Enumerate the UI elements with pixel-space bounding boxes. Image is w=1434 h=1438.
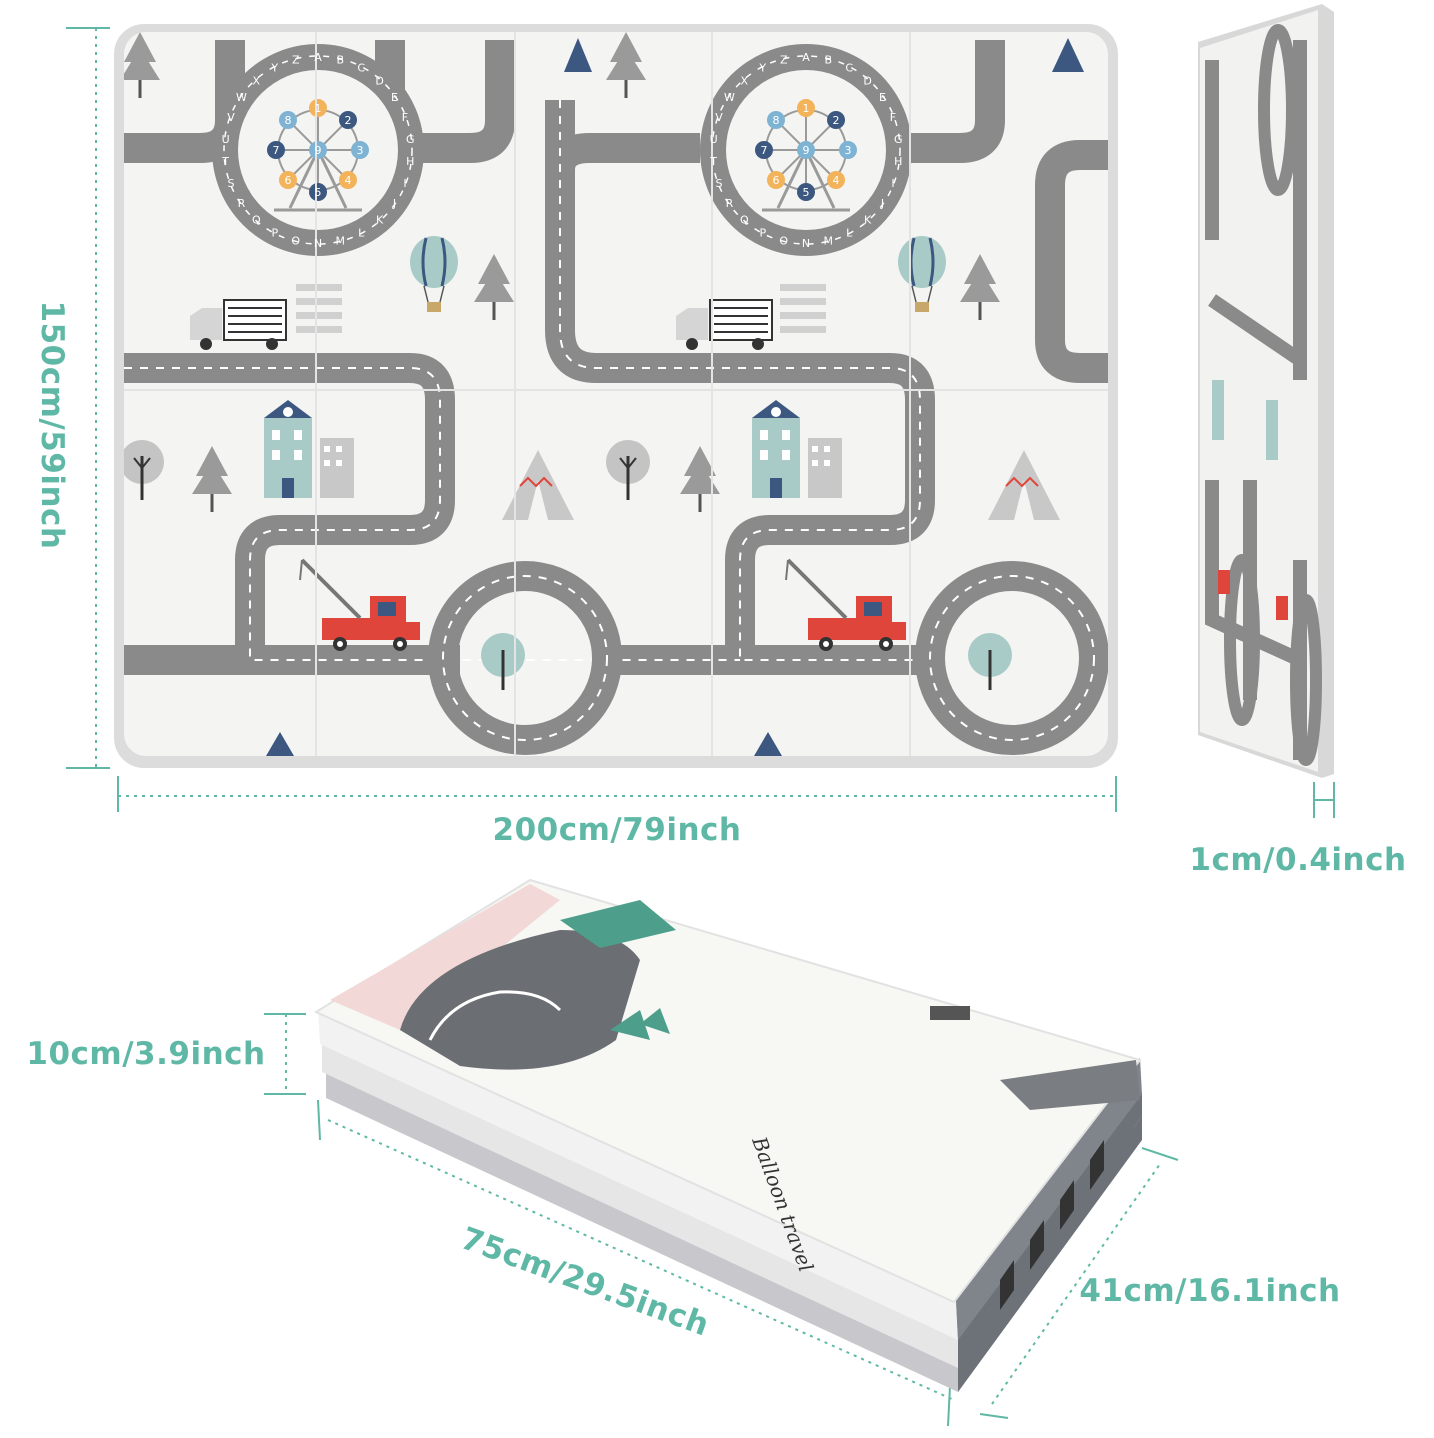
dimension-lines (66, 27, 1335, 1427)
ferris-number: 3 (845, 144, 852, 157)
unfolded-play-mat (114, 24, 1118, 768)
ferris-number: 3 (357, 144, 364, 157)
ferris-letter: G (406, 133, 415, 146)
ferris-letter: N (802, 237, 810, 250)
fold-lines (124, 32, 1108, 756)
ferris-letter: X (741, 74, 749, 87)
ferris-letter: O (779, 234, 788, 247)
ferris-letter: S (716, 177, 723, 190)
ferris-letter: X (253, 74, 261, 87)
ferris-letter: H (894, 155, 902, 168)
ferris-letter: M (336, 234, 346, 247)
ferris-number: 1 (315, 102, 322, 115)
ferris-number: 5 (803, 186, 810, 199)
side-view-mat (1198, 4, 1334, 778)
ferris-letter: P (759, 226, 766, 239)
ferris-number: 6 (285, 174, 292, 187)
ferris-letter: F (402, 111, 408, 124)
crosswalk (296, 284, 826, 333)
ferris-letter: H (406, 155, 414, 168)
ferris-letter: G (894, 133, 903, 146)
ferris-number: 9 (315, 144, 322, 157)
height-label: 150cm/59inch (34, 300, 70, 550)
ferris-letter: K (376, 214, 384, 227)
ferris-letter: W (236, 91, 247, 104)
ferris-letter: V (715, 111, 723, 124)
width-label: 200cm/79inch (492, 812, 742, 848)
ferris-letter: K (864, 214, 872, 227)
ferris-letter: T (709, 155, 717, 168)
ferris-letter: E (391, 91, 398, 104)
ferris-number: 8 (285, 114, 292, 127)
ferris-letter: T (221, 155, 229, 168)
ferris-letter: R (238, 197, 246, 210)
ferris-letter: P (271, 226, 278, 239)
road (545, 100, 940, 675)
ferris-number: 5 (315, 186, 322, 199)
ferris-letter: C (845, 62, 853, 75)
ferris-letter: D (375, 74, 383, 87)
ferris-letter: W (724, 91, 735, 104)
ferris-letter: B (336, 54, 344, 67)
ferris-letter: M (824, 234, 834, 247)
ferris-letter: Z (780, 54, 788, 67)
ferris-letter: Q (740, 214, 749, 227)
folded-height-label: 10cm/3.9inch (26, 1036, 266, 1072)
ferris-number: 7 (761, 144, 768, 157)
ferris-number: 2 (833, 114, 840, 127)
ferris-letter: U (710, 133, 718, 146)
ferris-letter: R (726, 197, 734, 210)
ferris-letter: E (879, 91, 886, 104)
ferris-letter: D (863, 74, 871, 87)
ferris-number: 4 (833, 174, 840, 187)
ferris-letter: L (358, 226, 365, 239)
folded-mat-stack: Balloon travel (313, 878, 1142, 1392)
ferris-letter: V (227, 111, 235, 124)
ferris-letter: J (880, 197, 884, 210)
ferris-number: 2 (345, 114, 352, 127)
ferris-number: 1 (803, 102, 810, 115)
folded-width-label: 41cm/16.1inch (1079, 1273, 1341, 1309)
ferris-letter: L (846, 226, 853, 239)
ferris-letter: Y (270, 62, 278, 75)
ferris-letter: A (802, 51, 810, 64)
ferris-number: 7 (273, 144, 280, 157)
ferris-letter: B (824, 54, 832, 67)
ferris-number: 9 (803, 144, 810, 157)
balloon-shape (400, 930, 640, 1070)
ferris-letter: N (314, 237, 322, 250)
ferris-letter: I (403, 177, 406, 190)
ferris-letter: A (314, 51, 322, 64)
ferris-letter: Y (758, 62, 766, 75)
ferris-letter: F (890, 111, 896, 124)
ferris-letter: J (392, 197, 396, 210)
ferris-letter: I (891, 177, 894, 190)
ferris-number: 4 (345, 174, 352, 187)
ferris-number: 8 (773, 114, 780, 127)
ferris-letter: S (228, 177, 235, 190)
road (1035, 140, 1108, 383)
ferris-letter: U (222, 133, 230, 146)
ferris-letter: Z (292, 54, 300, 67)
ferris-letter: O (291, 234, 300, 247)
thickness-label: 1cm/0.4inch (1189, 842, 1407, 878)
ferris-letter: C (357, 62, 365, 75)
ferris-letter: Q (252, 214, 261, 227)
ferris-number: 6 (773, 174, 780, 187)
